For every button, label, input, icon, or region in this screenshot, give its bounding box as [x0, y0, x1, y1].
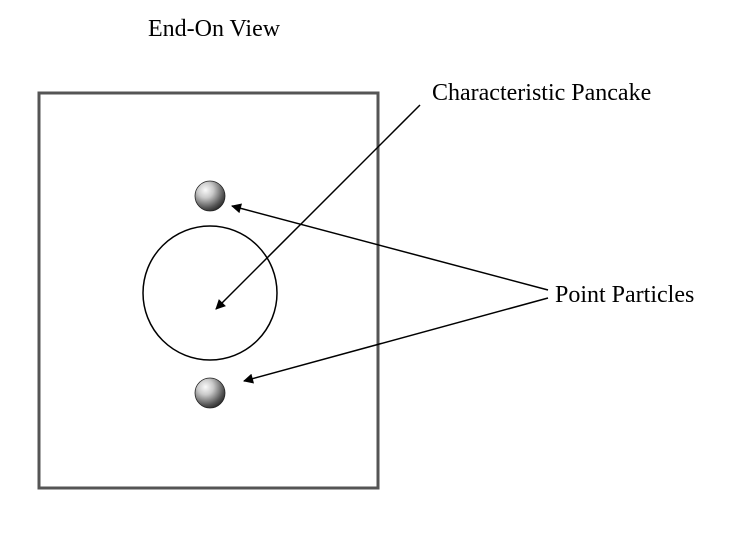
particle-arrow-bottom	[243, 297, 549, 384]
diagram-title: End-On View	[148, 16, 281, 42]
pancake-circle	[142, 225, 278, 361]
frame-box	[37, 91, 380, 490]
point-particle-bottom	[194, 377, 226, 409]
particles-label: Point Particles	[555, 282, 694, 308]
particle-arrow-top	[231, 203, 549, 291]
pancake-label: Characteristic Pancake	[432, 80, 651, 106]
pancake-arrow	[215, 104, 421, 310]
point-particle-top	[194, 180, 226, 212]
